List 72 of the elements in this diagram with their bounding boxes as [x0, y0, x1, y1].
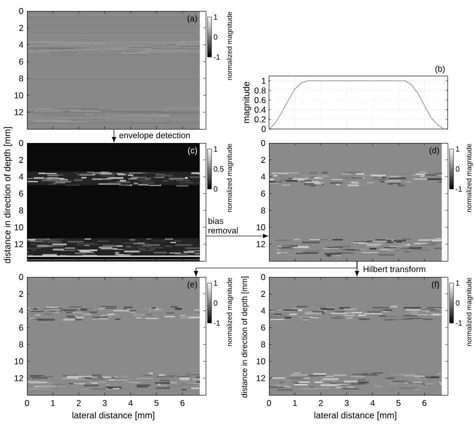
tick-label: 4	[370, 400, 375, 406]
tick-label: 2	[261, 156, 266, 163]
image-panel: (d)	[268, 142, 448, 262]
tick-label: 12	[14, 241, 24, 248]
tick-label: 10	[14, 224, 24, 230]
tick-label: 12	[14, 109, 24, 116]
tick-label: 0	[19, 274, 24, 280]
tick-label: 3	[102, 400, 107, 406]
tick-label: 2	[19, 24, 24, 31]
tick-label: 6	[19, 324, 24, 331]
tick-label: 4	[260, 308, 266, 314]
image-panel: (c)	[26, 142, 206, 262]
tick-label: 0	[261, 274, 266, 280]
tick-label: 2	[318, 400, 323, 406]
arrow	[354, 261, 360, 276]
tick-label: 10	[256, 358, 266, 364]
tick-label: 4	[18, 308, 24, 314]
tick-label: 2	[19, 290, 24, 297]
tick-label: 1	[51, 400, 55, 406]
tick-label: 6	[19, 190, 24, 197]
tick-label: 3	[344, 400, 349, 406]
tick-label: 8	[19, 207, 24, 214]
tick-label: 5	[154, 400, 159, 406]
image-panel: (f)	[268, 276, 448, 396]
tick-label: 5	[396, 400, 401, 406]
tick-label: 8	[19, 75, 24, 82]
axis-title: magnitude	[242, 82, 252, 123]
tick-label: 12	[256, 375, 266, 382]
tick-label: 0	[262, 126, 266, 132]
tick-label: 0.2	[254, 116, 266, 122]
edge-label: bias removal	[207, 216, 245, 234]
image-panel: (e)	[26, 276, 206, 396]
tick-label: 4	[128, 400, 133, 406]
tick-label: 6	[261, 324, 266, 331]
tick-label: 10	[14, 92, 24, 98]
tick-label: 0.8	[254, 87, 266, 94]
arrow	[112, 129, 116, 142]
tick-label: 0	[24, 400, 30, 406]
chart-title: (b)	[435, 66, 445, 74]
tick-label: 12	[256, 241, 266, 248]
edge-label: Hilbert transform	[362, 265, 427, 273]
tick-label: 6	[180, 400, 184, 406]
edge-label: envelope detection	[118, 131, 192, 141]
tick-label: 8	[261, 207, 266, 214]
arrow	[206, 234, 268, 238]
tick-label: 2	[76, 400, 81, 406]
tick-label: 6	[422, 400, 426, 406]
tick-label: 2	[261, 290, 266, 297]
axis-title: lateral distance [mm]	[72, 412, 154, 420]
tick-label: 1	[293, 400, 297, 406]
axis-title: lateral distance [mm]	[314, 412, 396, 420]
tick-label: 4	[260, 174, 266, 180]
tick-label: 10	[14, 358, 24, 364]
tick-label: 4	[18, 174, 24, 180]
tick-label: 12	[14, 375, 24, 382]
tick-label: 2	[19, 156, 24, 163]
tick-label: 8	[19, 341, 24, 348]
tick-label: 6	[19, 58, 24, 65]
tick-label: 1	[262, 78, 266, 84]
axis-title: distance in direction of depth [mm]	[4, 127, 12, 264]
tick-label: 4	[18, 42, 24, 48]
tick-label: 0.6	[254, 97, 266, 104]
tick-label: 0	[19, 140, 24, 146]
tick-label: 10	[256, 224, 266, 230]
axis-title: distance in direction of depth [mm]	[241, 276, 249, 398]
tick-label: 0	[266, 400, 272, 406]
tick-label: 8	[261, 341, 266, 348]
image-panel: (a)	[26, 10, 206, 130]
tick-label: 0	[19, 8, 24, 14]
tick-label: 6	[261, 190, 266, 197]
tick-label: 0	[261, 140, 266, 146]
tick-label: 0.4	[254, 106, 266, 113]
